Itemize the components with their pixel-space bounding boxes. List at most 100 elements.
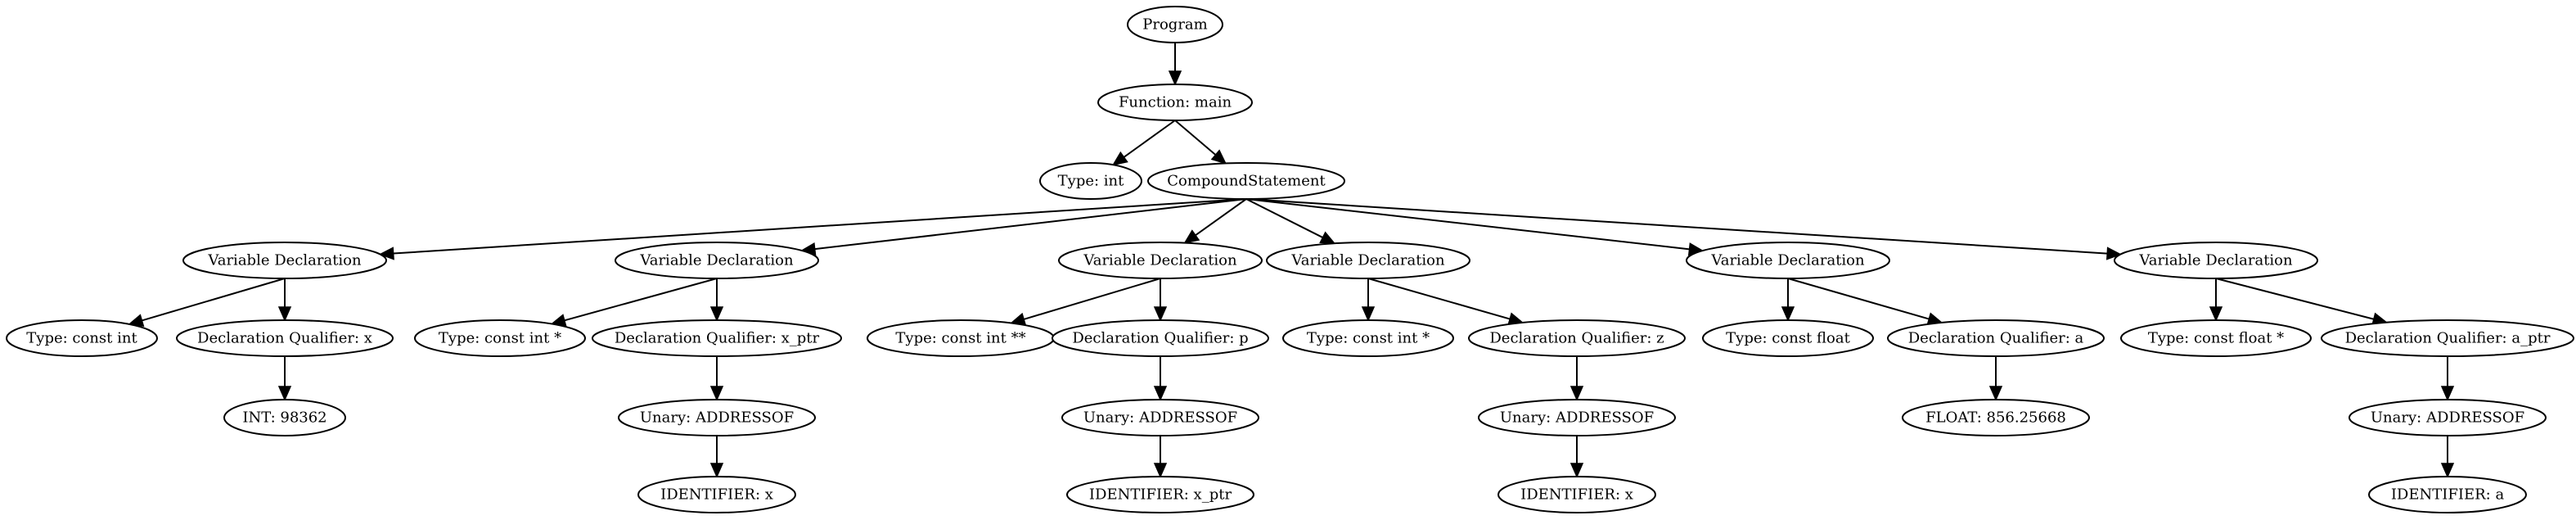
node-vd1_int: INT: 98362 [223, 399, 346, 436]
node-ellipse [637, 476, 796, 513]
node-ellipse [1097, 84, 1253, 121]
node-ellipse [2321, 319, 2574, 357]
node-vd4_type: Type: const int * [1282, 319, 1454, 357]
node-ellipse [1478, 399, 1676, 436]
node-vd3: Variable Declaration [1058, 242, 1263, 279]
node-label: FLOAT: 856.25668 [1925, 409, 2066, 427]
node-vd1_qual: Declaration Qualifier: x [176, 319, 394, 357]
node-label: Type: const int ** [895, 330, 1025, 347]
arrowhead-vd6_unary-to-vd6_ident [2440, 463, 2455, 478]
node-label: Unary: ADDRESSOF [640, 409, 794, 427]
arrowhead-program-to-func_main [1168, 70, 1182, 86]
node-compound: CompoundStatement [1147, 162, 1345, 200]
node-func_main: Function: main [1097, 84, 1253, 121]
node-ellipse [592, 319, 842, 357]
node-label: Unary: ADDRESSOF [2371, 409, 2524, 427]
node-label: Variable Declaration [1083, 252, 1237, 269]
node-ellipse [1147, 162, 1345, 200]
node-label: Declaration Qualifier: a [1908, 330, 2084, 347]
arrowhead-vd5-to-vd5_type [1781, 306, 1795, 322]
node-ellipse [1058, 242, 1263, 279]
node-vd2_type: Type: const int * [414, 319, 586, 357]
arrowhead-vd4-to-vd4_type [1361, 306, 1376, 322]
node-vd6_ident: IDENTIFIER: a [2368, 476, 2527, 513]
node-vd3_type: Type: const int ** [867, 319, 1055, 357]
node-ellipse [1052, 319, 1269, 357]
node-ellipse [1039, 162, 1142, 200]
node-ellipse [414, 319, 586, 357]
node-label: Declaration Qualifier: x [197, 330, 372, 347]
edge-compound-to-vd5 [1245, 198, 1690, 251]
arrowhead-vd1_qual-to-vd1_int [277, 386, 292, 401]
node-label: Declaration Qualifier: a_ptr [2345, 330, 2551, 347]
node-ellipse [1468, 319, 1686, 357]
node-vd1: Variable Declaration [182, 242, 387, 279]
node-vd6_type: Type: const float * [2120, 319, 2312, 357]
arrowhead-vd2-to-vd2_qual [709, 306, 724, 322]
node-vd5_float: FLOAT: 856.25668 [1902, 399, 2090, 436]
node-vd5: Variable Declaration [1686, 242, 1890, 279]
node-label: INT: 98362 [242, 409, 327, 427]
node-type_int: Type: int [1039, 162, 1142, 200]
node-vd2: Variable Declaration [615, 242, 819, 279]
node-ellipse [1061, 399, 1259, 436]
node-vd6_qual: Declaration Qualifier: a_ptr [2321, 319, 2574, 357]
node-ellipse [1066, 476, 1254, 513]
node-ellipse [2114, 242, 2318, 279]
arrowhead-vd4_unary-to-vd4_ident [1569, 463, 1584, 478]
node-label: Declaration Qualifier: z [1489, 330, 1664, 347]
node-label: Type: const float [1726, 330, 1850, 347]
node-ellipse [223, 399, 346, 436]
node-label: Type: const int * [1307, 330, 1430, 347]
node-ellipse [1686, 242, 1890, 279]
arrowhead-vd5_qual-to-vd5_float [1988, 386, 2003, 401]
node-label: Type: int [1058, 173, 1124, 190]
node-label: Variable Declaration [2138, 252, 2293, 269]
node-ellipse [2368, 476, 2527, 513]
node-program: Program [1127, 6, 1223, 43]
node-label: Variable Declaration [1290, 252, 1445, 269]
node-label: Function: main [1119, 94, 1232, 111]
edge-vd2-to-vd2_type [564, 278, 718, 322]
node-ellipse [2120, 319, 2312, 357]
node-vd2_unary: Unary: ADDRESSOF [618, 399, 816, 436]
node-vd3_ident: IDENTIFIER: x_ptr [1066, 476, 1254, 513]
node-label: IDENTIFIER: x [660, 486, 773, 504]
node-label: Type: const int [26, 330, 137, 347]
arrowhead-vd6_qual-to-vd6_unary [2440, 386, 2455, 401]
node-ellipse [6, 319, 158, 357]
arrowhead-vd3_unary-to-vd3_ident [1153, 463, 1168, 478]
node-label: IDENTIFIER: a [2391, 486, 2505, 504]
node-vd6: Variable Declaration [2114, 242, 2318, 279]
edge-compound-to-vd1 [393, 198, 1247, 255]
edge-compound-to-vd3 [1195, 198, 1247, 237]
arrowhead-vd1-to-vd1_qual [277, 306, 292, 322]
node-label: IDENTIFIER: x_ptr [1089, 486, 1232, 504]
node-vd3_unary: Unary: ADDRESSOF [1061, 399, 1259, 436]
node-ellipse [1266, 242, 1470, 279]
node-label: Program [1142, 16, 1207, 34]
node-ellipse [182, 242, 387, 279]
arrowhead-vd2_qual-to-vd2_unary [709, 386, 724, 401]
node-ellipse [1702, 319, 1874, 357]
arrowhead-vd3_qual-to-vd3_unary [1153, 386, 1168, 401]
edge-vd5-to-vd5_qual [1787, 278, 1930, 320]
edge-vd1-to-vd1_type [142, 278, 286, 322]
node-vd4_qual: Declaration Qualifier: z [1468, 319, 1686, 357]
edge-compound-to-vd2 [814, 198, 1247, 251]
edge-compound-to-vd6 [1245, 198, 2108, 255]
arrowhead-compound-to-vd4 [1319, 231, 1336, 245]
node-vd4_ident: IDENTIFIER: x [1497, 476, 1656, 513]
edge-vd6-to-vd6_qual [2215, 278, 2375, 320]
arrowhead-compound-to-vd6 [2105, 246, 2123, 260]
arrowhead-vd6-to-vd6_type [2209, 306, 2223, 322]
edge-func_main-to-type_int [1123, 120, 1176, 158]
node-label: Type: const float * [2148, 330, 2284, 347]
arrowhead-compound-to-vd3 [1183, 229, 1200, 244]
node-ellipse [618, 399, 816, 436]
edge-vd3-to-vd3_type [1023, 278, 1161, 320]
node-ellipse [1282, 319, 1454, 357]
edge-vd4-to-vd4_qual [1367, 278, 1511, 320]
node-vd2_qual: Declaration Qualifier: x_ptr [592, 319, 842, 357]
